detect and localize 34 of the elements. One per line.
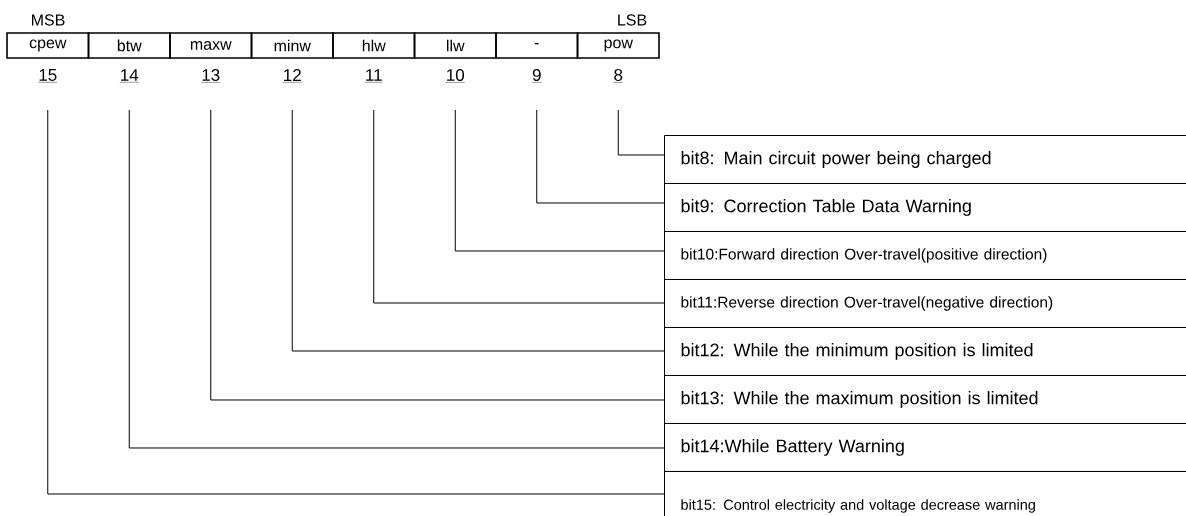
leader-line	[617, 109, 665, 156]
register-cell: cpew	[6, 32, 90, 59]
description-row: bit8: Main circuit power being charged	[664, 135, 1186, 184]
leader-line	[47, 109, 665, 495]
leader-line	[536, 109, 665, 204]
register-cell: -	[495, 32, 579, 59]
description-row: bit11:Reverse direction Over-travel(negative direction)	[664, 279, 1186, 328]
bit-order-label: LSB	[618, 14, 647, 26]
description-row: bit14:While Battery Warning	[664, 423, 1186, 472]
leader-line	[454, 109, 665, 252]
bit-order-label: MSB	[32, 14, 65, 26]
description-row: bit13: While the maximum position is limited	[664, 375, 1186, 424]
register-cell: btw	[87, 32, 171, 59]
bit-number: 12	[282, 69, 302, 83]
description-row: bit10:Forward direction Over-travel(positive direction)	[664, 231, 1186, 280]
description-row: bit12: While the minimum position is limited	[664, 327, 1186, 376]
leader-line	[128, 109, 665, 449]
bit-number: 8	[613, 68, 624, 83]
bit-number: 14	[119, 69, 139, 83]
bit-number: 11	[364, 69, 383, 83]
leader-line	[291, 109, 665, 352]
leader-line	[210, 109, 665, 401]
bit-number: 10	[445, 68, 465, 83]
register-cell: maxw	[169, 32, 253, 59]
bit-number: 15	[38, 69, 58, 83]
leader-line	[373, 109, 665, 304]
description-row: bit15: Control electricity and voltage decrease warning	[664, 471, 1186, 516]
bit-number: 9	[531, 68, 542, 83]
register-cell: pow	[576, 32, 660, 59]
register-cell: hlw	[332, 32, 416, 59]
register-cell: minw	[250, 32, 334, 59]
description-row: bit9: Correction Table Data Warning	[664, 183, 1186, 232]
bit-number: 13	[201, 68, 221, 83]
register-cell: llw	[413, 32, 497, 59]
